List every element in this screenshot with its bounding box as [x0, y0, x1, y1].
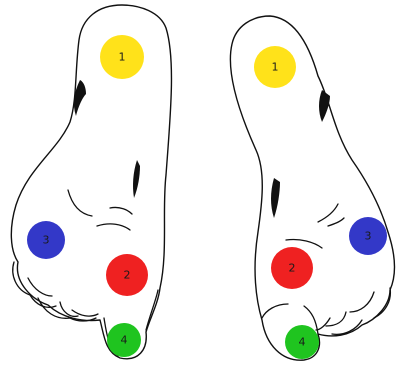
left-foot: 1 3 2 4: [11, 5, 171, 359]
right-marker-2-label: 2: [289, 262, 296, 275]
left-marker-2: 2: [106, 254, 148, 296]
left-marker-3-label: 3: [43, 234, 50, 247]
left-marker-4: 4: [107, 323, 141, 357]
left-marker-1: 1: [100, 35, 144, 79]
left-marker-3: 3: [27, 221, 65, 259]
right-marker-4: 4: [285, 325, 319, 359]
left-foot-outline: [11, 5, 171, 359]
right-marker-1-label: 1: [272, 61, 279, 74]
right-marker-3-label: 3: [365, 230, 372, 243]
right-marker-2: 2: [271, 247, 313, 289]
left-marker-4-label: 4: [121, 334, 128, 347]
right-marker-4-label: 4: [299, 336, 306, 349]
left-marker-2-label: 2: [124, 269, 131, 282]
left-marker-1-label: 1: [119, 51, 126, 64]
right-foot: 1 3 2 4: [230, 16, 394, 360]
right-marker-1: 1: [254, 46, 296, 88]
right-marker-3: 3: [349, 217, 387, 255]
